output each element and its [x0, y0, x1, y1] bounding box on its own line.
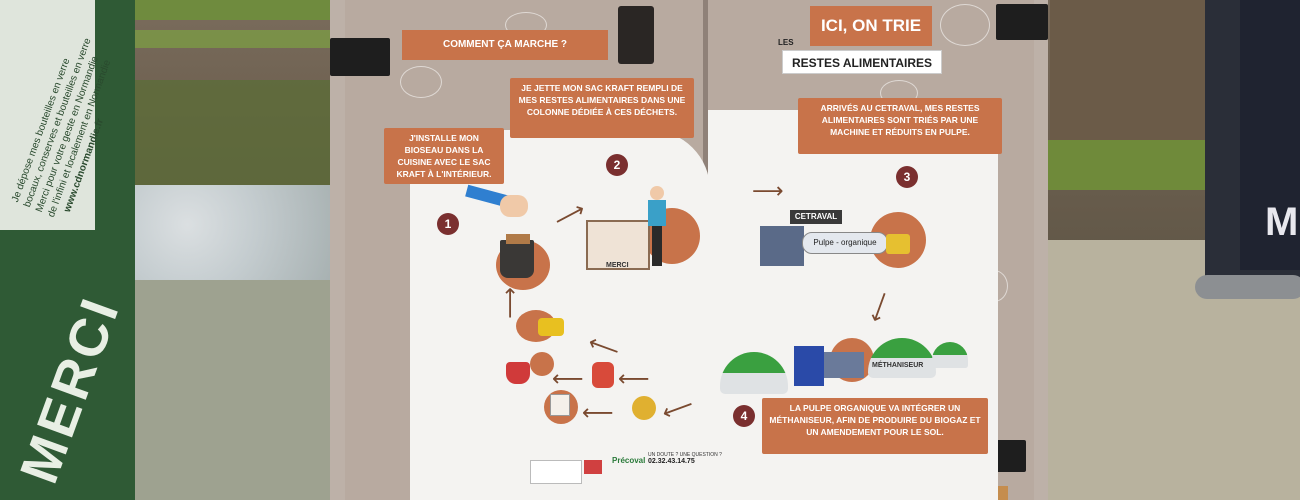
arrow-icon: ⟶: [618, 367, 650, 392]
bin-info-panel: [0, 0, 95, 230]
step-number: 2: [606, 154, 628, 176]
tanker-truck-icon: Pulpe - organique: [802, 232, 888, 254]
title-subtitle: RESTES ALIMENTAIRES: [782, 50, 942, 74]
person-legs-icon: [652, 226, 662, 266]
cooking-pot-icon: [506, 362, 530, 384]
region-logo: [584, 460, 602, 474]
bin-letter: M: [1265, 200, 1299, 244]
help-question: UN DOUTE ? UNE QUESTION ?: [648, 452, 722, 458]
hinge: [330, 38, 390, 76]
bio-bucket-icon: [500, 240, 534, 278]
grass-patch: [1040, 140, 1220, 190]
compost-icon: [632, 396, 656, 420]
food-sketch-icon: [400, 66, 442, 98]
paper-bag-icon: [550, 394, 570, 416]
main-title: ICI, ON TRIE: [810, 6, 932, 46]
grass-strip: [100, 30, 330, 48]
tractor-icon: [538, 318, 564, 336]
help-phone[interactable]: 02.32.43.14.75: [648, 458, 695, 465]
deposit-slot[interactable]: [618, 6, 654, 64]
how-it-works-heading: COMMENT ÇA MARCHE ?: [402, 30, 608, 60]
arrow-icon: ⟶: [752, 178, 784, 203]
machine-icon: [794, 346, 824, 386]
frosted-grass: [120, 185, 345, 285]
step-number: 4: [733, 405, 755, 427]
truck-cab-icon: [886, 234, 910, 254]
food-sketch-icon: [940, 4, 990, 46]
partner-logos: [530, 460, 582, 484]
grass-patch: [110, 80, 340, 190]
precoval-logo: Précoval: [612, 456, 646, 465]
cetraval-label: CETRAVAL: [790, 210, 842, 224]
step-number: 3: [896, 166, 918, 188]
digester-dome-icon: [932, 342, 968, 368]
person-body-icon: [648, 200, 666, 226]
step-2-text: JE JETTE MON SAC KRAFT REMPLI DE MES RES…: [510, 78, 694, 138]
step-number: 1: [437, 213, 459, 235]
arrow-icon: ⟶: [582, 401, 614, 426]
ploughed-soil: [1050, 0, 1230, 140]
kraft-bag-icon: [506, 234, 530, 244]
grass-strip: [95, 0, 335, 20]
factory-icon: [760, 226, 804, 266]
blob-background: [530, 352, 554, 376]
arrow-icon: ⟶: [552, 367, 584, 392]
arrow-icon: ⟶: [496, 287, 522, 319]
bin-side-panel: [1240, 0, 1300, 270]
step-4-text: LA PULPE ORGANIQUE VA INTÉGRER UN MÉTHAN…: [762, 398, 988, 454]
steps-panel-left: [410, 130, 710, 500]
hinge: [996, 4, 1048, 40]
collection-column-icon: [586, 220, 650, 270]
step-1-text: J'INSTALLE MON BIOSEAU DANS LA CUISINE A…: [384, 128, 504, 184]
column-label: MERCI: [606, 262, 629, 269]
hand-icon: [500, 195, 528, 217]
gas-bottle-icon: [592, 362, 614, 388]
person-head-icon: [650, 186, 664, 200]
pipes-icon: [824, 352, 864, 378]
step-3-text: ARRIVÉS AU CETRAVAL, MES RESTES ALIMENTA…: [798, 98, 1002, 154]
title-les: LES: [778, 38, 794, 47]
methaniseur-label: MÉTHANISEUR: [872, 362, 924, 369]
metal-pipe: [1195, 275, 1300, 299]
